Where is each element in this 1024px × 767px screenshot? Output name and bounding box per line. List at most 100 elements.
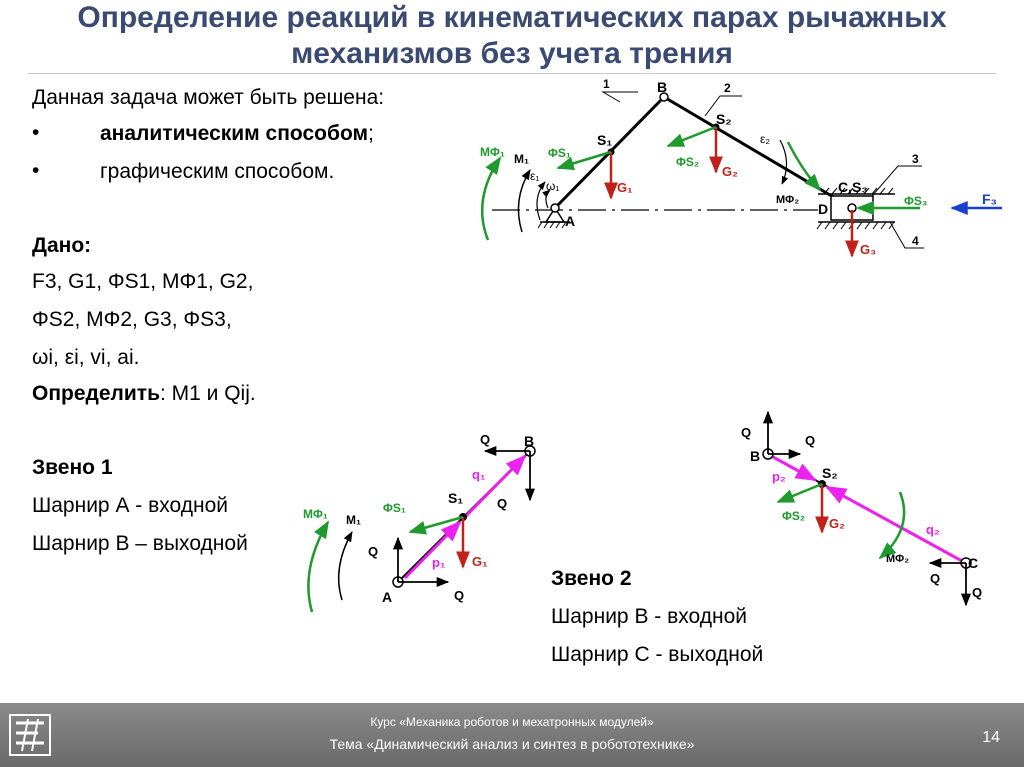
title-line-2: механизмов без учета трения — [291, 37, 733, 70]
title-line-1: Определение реакций в кинематических пар… — [77, 1, 947, 34]
link2-label-c: C — [968, 555, 978, 571]
moment-mf2-arc — [786, 141, 822, 192]
label-g1: G₁ — [617, 180, 633, 195]
link1-label-s1: S₁ — [448, 490, 463, 506]
link2-label-qcx: Q — [930, 571, 940, 586]
leader-2 — [704, 95, 742, 117]
link2-label-s2: S₂ — [822, 465, 838, 481]
reaction-p2-arrow — [772, 455, 817, 482]
label-d: D — [818, 201, 828, 217]
link1-fs1-arrow — [408, 515, 464, 535]
omega1-arc — [542, 189, 551, 209]
joint-a — [550, 203, 560, 213]
link1-diagram: B A S₁ Q Q Q Q q₁ p₁ ΦS₁ G₁ MΦ₁ M₁ — [303, 432, 536, 613]
label-n2: 2 — [724, 81, 731, 95]
joint-b — [659, 92, 669, 102]
reaction-q1-arrow — [463, 454, 527, 519]
logo-icon — [9, 714, 51, 756]
label-g2: G₂ — [722, 164, 738, 179]
link1-input-joint: Шарнир А - входной — [32, 494, 229, 517]
link1-mf1-arc — [307, 520, 330, 613]
link-2 — [663, 95, 853, 210]
link1-output-joint: Шарнир В – выходной — [32, 532, 248, 555]
link1-label-qby: Q — [497, 496, 507, 511]
label-m1: M₁ — [514, 152, 529, 166]
link2-label-mf2: MΦ₂ — [886, 553, 909, 565]
reaction-q2-arrow — [825, 485, 963, 563]
link1-heading: Звено 1 — [32, 456, 113, 479]
link1-label-b: B — [524, 433, 534, 449]
label-mf2: MΦ₂ — [776, 194, 799, 206]
footer-bar: Курс «Механика роботов и мехатронных мод… — [0, 703, 1024, 767]
label-fs1: ΦS₁ — [548, 146, 571, 160]
label-eps1: ε₁ — [530, 169, 539, 183]
link1-label-a: A — [382, 589, 392, 605]
label-f3: F₃ — [982, 191, 997, 207]
title-divider — [28, 73, 996, 74]
label-s1: S₁ — [597, 132, 612, 148]
mechanism-diagram: A B S₁ S₂ C,S₃ D 1 2 3 4 MΦ₁ M₁ ε₁ ω₁ ε₂… — [480, 77, 1002, 258]
link2-label-g2: G₂ — [829, 516, 845, 531]
link1-label-p1: p₁ — [432, 555, 445, 570]
bullet-marker-1: • — [32, 121, 40, 144]
bullet-analytical: аналитическим способом; — [100, 122, 374, 145]
link2-heading: Звено 2 — [551, 567, 632, 590]
link2-label-p2: p₂ — [772, 469, 786, 484]
link2-label-fs2: ΦS₂ — [782, 509, 805, 523]
leader-1 — [601, 91, 638, 103]
link1-label-g1: G₁ — [472, 554, 488, 569]
label-n4: 4 — [912, 234, 919, 248]
footer-topic: Тема «Динамический анализ и синтез в роб… — [329, 736, 695, 752]
link1-label-m1: M₁ — [346, 513, 361, 527]
label-n1: 1 — [603, 77, 610, 91]
eps1-arc — [536, 181, 546, 221]
given-line-2: ΦS2, MΦ2, G3, ΦS3, — [32, 308, 232, 331]
link1-label-qbx: Q — [480, 432, 490, 447]
inertia-fs1-arrow — [556, 150, 612, 171]
label-fs2: ΦS₂ — [676, 155, 699, 169]
link1-m1-arc — [337, 531, 353, 601]
link2-fs2-arrow — [776, 482, 823, 504]
label-eps2: ε₂ — [760, 132, 770, 146]
leader-3 — [871, 165, 922, 197]
reaction-p1-arrow — [403, 520, 462, 580]
label-mf1: MΦ₁ — [480, 145, 505, 159]
bullet-marker-2: • — [32, 159, 40, 182]
moment-m1-arc — [517, 169, 531, 233]
link1-label-q1: q₁ — [472, 467, 485, 482]
label-fs3: ΦS₃ — [904, 194, 927, 208]
link1-label-mf1: MΦ₁ — [303, 507, 328, 521]
given-heading: Дано: — [32, 234, 92, 257]
link1-label-qax: Q — [454, 588, 464, 603]
label-cs3: C,S₃ — [838, 179, 868, 195]
page-number: 14 — [982, 729, 1000, 746]
label-b: B — [657, 79, 667, 95]
bullet-graphical: графическим способом. — [100, 160, 335, 183]
link2-label-qby: Q — [741, 425, 751, 440]
label-n3: 3 — [912, 152, 919, 166]
inertia-fs2-arrow — [666, 125, 717, 148]
link2-mf2-arc — [878, 491, 906, 560]
link2-label-qcy: Q — [972, 585, 982, 600]
label-a: A — [565, 213, 575, 229]
label-s2: S₂ — [716, 111, 732, 127]
link1-label-fs1: ΦS₁ — [383, 501, 406, 515]
moment-mf1-arc — [480, 156, 502, 241]
link2-label-q2: q₂ — [926, 522, 940, 537]
leader-4 — [889, 221, 924, 249]
link2-input-joint: Шарнир B - входной — [551, 605, 748, 628]
label-g3: G₃ — [860, 242, 876, 257]
link2-label-b: B — [750, 448, 760, 464]
link2-label-qbx: Q — [805, 433, 815, 448]
footer-course: Курс «Механика роботов и мехатронных мод… — [370, 715, 654, 729]
given-line-1: F3, G1, ΦS1, MΦ1, G2, — [32, 270, 254, 293]
given-line-3: ωi, εi, vi, ai. — [32, 346, 140, 369]
eps2-arc — [779, 139, 789, 185]
intro-text: Данная задача может быть решена: — [32, 86, 385, 109]
link1-label-qay: Q — [368, 544, 378, 559]
label-om1: ω₁ — [546, 179, 559, 193]
link2-output-joint: Шарнир C - выходной — [551, 643, 764, 666]
determine-line: Определить: M1 и Qij. — [32, 382, 256, 405]
link2-diagram: B C S₂ Q Q Q Q p₂ q₂ ΦS₂ G₂ MΦ₂ — [741, 410, 982, 607]
